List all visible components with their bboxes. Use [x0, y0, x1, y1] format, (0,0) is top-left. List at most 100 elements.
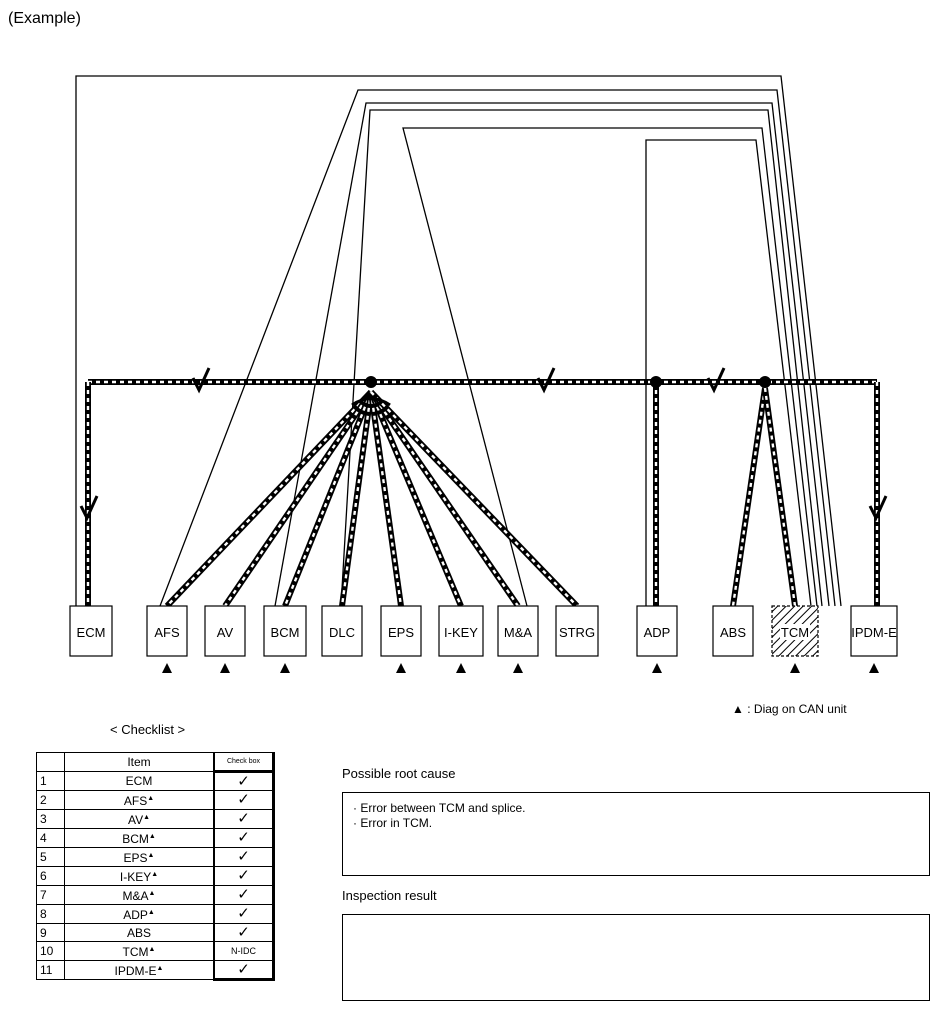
- diag-triangle-icon: ▲: [143, 814, 151, 821]
- checklist-header-check: Check box: [213, 752, 275, 773]
- unit-box: [263, 605, 307, 657]
- checklist-row-item: EPS▲: [64, 847, 215, 867]
- unit-label: ADP: [644, 625, 671, 640]
- check-mark-icon: [191, 367, 211, 394]
- diag-triangle-icon: [280, 663, 290, 673]
- checklist-row-item: I-KEY▲: [64, 866, 215, 886]
- can-branch-strg: [368, 389, 580, 609]
- possible-root-cause-label: Possible root cause: [342, 766, 456, 781]
- unit-label: ABS: [720, 625, 746, 640]
- checklist-row-num: 6: [36, 866, 65, 886]
- checklist-item-label: M&A: [122, 889, 149, 903]
- diag-triangle-icon: [220, 663, 230, 673]
- can-branch-abs: [730, 387, 768, 607]
- unit-box: [438, 605, 484, 657]
- checklist-checkbox: ✓: [213, 828, 275, 848]
- unit-label: DLC: [329, 625, 355, 640]
- unit-label: STRG: [559, 625, 595, 640]
- diag-triangle-icon: [869, 663, 879, 673]
- checklist-row-num: 5: [36, 847, 65, 867]
- checklist-row-item: AFS▲: [64, 790, 215, 810]
- unit-box: [204, 605, 246, 657]
- checklist-row-item: TCM▲: [64, 941, 215, 961]
- thin-line-0: [75, 75, 842, 607]
- can-branch-afs-dash: [166, 391, 372, 607]
- checklist-row-num: 2: [36, 790, 65, 810]
- checklist-row-item: ECM: [64, 771, 215, 791]
- checklist-header-num: [36, 752, 65, 772]
- checklist-checkbox: ✓: [213, 771, 275, 791]
- check-mark-icon: [868, 495, 888, 522]
- checklist-item-label: ECM: [125, 774, 153, 788]
- can-branch-av-dash: [224, 391, 372, 607]
- unit-dlc: DLC: [321, 605, 363, 657]
- can-branch-dlc-dash: [340, 391, 373, 607]
- checklist-item-label: TCM: [122, 945, 149, 959]
- can-branch-eps: [368, 391, 404, 607]
- diag-triangle-icon: [790, 663, 800, 673]
- checklist-row-num: 9: [36, 923, 65, 942]
- diag-triangle-icon: ▲: [147, 795, 155, 802]
- checklist-item-label: BCM: [122, 832, 149, 846]
- unit-label: IPDM-E: [851, 625, 897, 640]
- unit-box: [850, 605, 898, 657]
- unit-strg: STRG: [555, 605, 599, 657]
- thin-line-3: [340, 109, 823, 607]
- checklist-row-num: 1: [36, 771, 65, 791]
- can-branch-bcm-dash: [283, 391, 373, 607]
- checklist-checkbox: N-IDC: [213, 941, 275, 961]
- unit-box: [380, 605, 422, 657]
- diag-triangle-icon: [513, 663, 523, 673]
- diag-triangle-icon: ▲: [156, 965, 164, 972]
- unit-ikey: I-KEY: [438, 605, 484, 657]
- legend-triangle-icon: ▲: [732, 702, 744, 716]
- unit-box: [497, 605, 539, 657]
- unit-abs: ABS: [712, 605, 754, 657]
- can-branch-ikey-dash: [369, 391, 463, 607]
- checklist-row-num: 8: [36, 904, 65, 924]
- unit-label: I-KEY: [444, 625, 478, 640]
- diag-triangle-icon: ▲: [151, 871, 159, 878]
- unit-label: ECM: [77, 625, 106, 640]
- unit-adp: ADP: [636, 605, 678, 657]
- checklist-header-row: Item Check box: [36, 752, 275, 773]
- unit-box: [636, 605, 678, 657]
- checklist-row-item: M&A▲: [64, 885, 215, 905]
- checklist-row-item: ABS: [64, 923, 215, 942]
- checklist-checkbox: ✓: [213, 885, 275, 905]
- checklist-title: < Checklist >: [110, 722, 186, 737]
- checklist-row-num: 4: [36, 828, 65, 848]
- diag-triangle-icon: ▲: [148, 890, 156, 897]
- checklist-row-num: 3: [36, 809, 65, 829]
- thin-line-4: [402, 127, 818, 607]
- checklist-row-item: AV▲: [64, 809, 215, 829]
- checklist-checkbox: ✓: [213, 866, 275, 886]
- diag-triangle-icon: [162, 663, 172, 673]
- can-branch-ma-dash: [370, 391, 519, 607]
- checklist-row-item: IPDM-E▲: [64, 960, 215, 980]
- unit-box: [69, 605, 113, 657]
- diag-triangle-icon: ▲: [148, 833, 156, 840]
- unit-box: [555, 605, 599, 657]
- diag-triangle-icon: [652, 663, 662, 673]
- can-branch-strg-dash: [370, 391, 578, 607]
- checklist-checkbox: ✓: [213, 847, 275, 867]
- thin-line-5: [645, 139, 812, 607]
- unit-tcm: TCM: [771, 605, 819, 657]
- checklist-row: 4 BCM▲ ✓: [36, 828, 275, 848]
- splice-node: [650, 376, 662, 388]
- unit-label: AFS: [154, 625, 180, 640]
- unit-ipdme: IPDM-E: [850, 605, 898, 657]
- unit-label: BCM: [271, 625, 300, 640]
- root-cause-line: · Error between TCM and splice.: [353, 801, 526, 815]
- diag-triangle-icon: [456, 663, 466, 673]
- checklist-row-num: 7: [36, 885, 65, 905]
